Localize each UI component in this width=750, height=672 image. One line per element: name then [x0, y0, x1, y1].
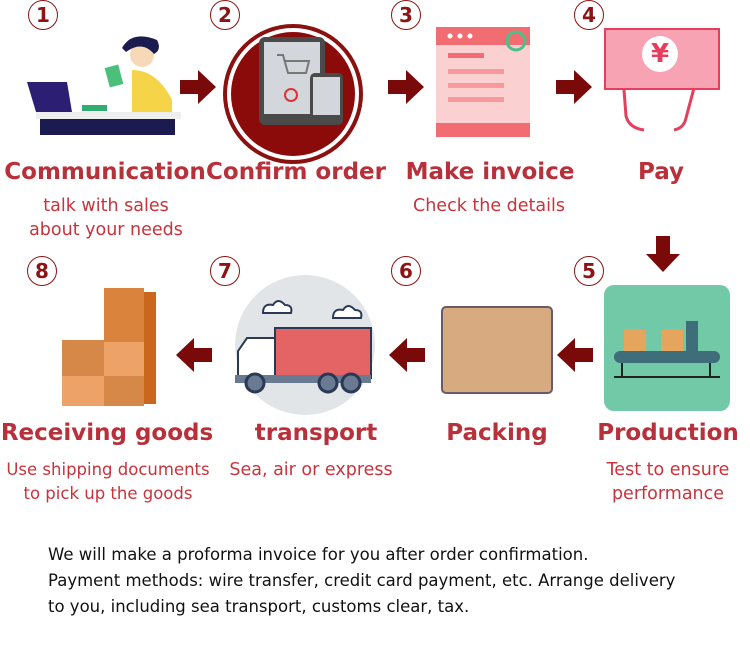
arrow-left-3 [176, 338, 212, 372]
step-title-production: Production [597, 420, 739, 446]
desc-line: to pick up the goods [23, 484, 193, 503]
note-line: We will make a proforma invoice for you … [48, 545, 589, 564]
customer-service-illustration-icon [27, 36, 181, 135]
step-number-7: 7 [210, 256, 240, 286]
step-desc-receiving-goods: Use shipping documents to pick up the go… [0, 458, 228, 506]
note-line: Payment methods: wire transfer, credit c… [48, 571, 676, 590]
step-desc-production: Test to ensure performance [548, 458, 750, 506]
step-number-4: 4 [574, 0, 604, 30]
confirm-order-devices-icon [223, 24, 363, 164]
invoice-icon [436, 27, 530, 137]
note-line: to you, including sea transport, customs… [48, 597, 470, 616]
step-title-receiving-goods: Receiving goods [0, 420, 214, 446]
desc-line: performance [611, 484, 725, 504]
arrow-down [646, 236, 680, 272]
step-title-make-invoice: Make invoice [405, 159, 575, 185]
desc-line: Use shipping documents [6, 460, 210, 479]
step-number-1: 1 [28, 0, 58, 30]
step-number-6: 6 [391, 256, 421, 286]
step-number-2: 2 [210, 0, 240, 30]
arrow-right-2 [388, 70, 424, 104]
step-number-8: 8 [27, 256, 57, 286]
pay-card-icon: ¥ [604, 28, 720, 136]
step-number-5: 5 [574, 256, 604, 286]
step-title-packing: Packing [446, 420, 548, 446]
arrow-right-3 [556, 70, 592, 104]
packing-box-icon [441, 306, 553, 394]
process-note: We will make a proforma invoice for you … [48, 542, 738, 620]
step-desc-communication: talk with sales about your needs [0, 194, 226, 242]
step-desc-make-invoice: Check the details [369, 194, 609, 218]
desc-line: Sea, air or express [229, 460, 393, 480]
production-conveyor-icon [604, 285, 730, 411]
step-title-pay: Pay [637, 159, 685, 185]
arrow-left-2 [389, 338, 425, 372]
arrow-right-1 [180, 70, 216, 104]
step-desc-transport: Sea, air or express [191, 458, 431, 482]
step-number-3: 3 [391, 0, 421, 30]
desc-line: Test to ensure [606, 460, 730, 480]
step-title-communication: Communication [4, 159, 206, 185]
arrow-left-1 [557, 338, 593, 372]
desc-line: Check the details [413, 196, 565, 216]
transport-truck-icon [235, 275, 375, 415]
yen-symbol: ¥ [642, 36, 678, 72]
desc-line: talk with sales [43, 196, 169, 216]
step-title-confirm-order: Confirm order [206, 159, 386, 185]
desc-line: about your needs [29, 220, 183, 240]
received-boxes-icon [62, 288, 156, 406]
step-title-transport: transport [254, 420, 378, 446]
